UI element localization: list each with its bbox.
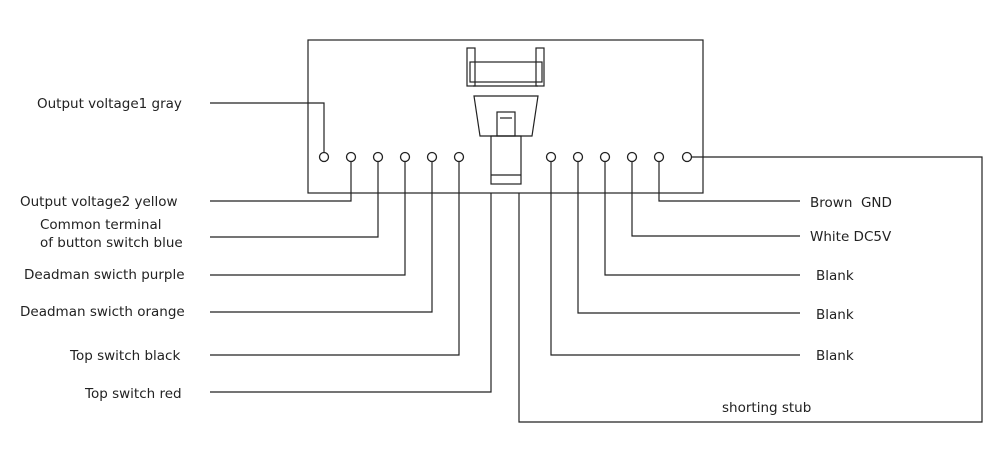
label-blank-2: Blank: [816, 307, 854, 323]
leader-output-voltage1: [210, 102, 325, 152]
pin-12: [681, 151, 693, 163]
pin-7: [545, 151, 557, 163]
label-output-voltage2: Output voltage2 yellow: [20, 194, 178, 210]
shorting-stub-loop: [518, 156, 983, 423]
leader-blank-3: [550, 162, 800, 356]
leader-top-switch-black: [210, 162, 460, 356]
label-deadman-purple: Deadman swicth purple: [24, 267, 185, 283]
label-brown-gnd: Brown GND: [810, 195, 892, 211]
label-common-terminal-line2: of button switch blue: [40, 235, 183, 251]
label-common-terminal-line1: Common terminal: [40, 217, 162, 233]
pin-11: [653, 151, 665, 163]
leader-top-switch-red: [210, 193, 492, 393]
pin-6: [453, 151, 465, 163]
pin-4: [399, 151, 411, 163]
leader-deadman-purple: [210, 162, 406, 276]
pin-3: [372, 151, 384, 163]
switch-mechanism: [466, 47, 545, 185]
leader-blank-2: [577, 162, 800, 314]
pin-2: [345, 151, 357, 163]
pin-10: [626, 151, 638, 163]
label-deadman-orange: Deadman swicth orange: [20, 304, 185, 320]
label-top-switch-black: Top switch black: [69, 348, 180, 364]
label-output-voltage1: Output voltage1 gray: [37, 96, 182, 112]
label-shorting-stub: shorting stub: [722, 400, 811, 416]
label-top-switch-red: Top switch red: [84, 386, 182, 402]
pin-row-left: [318, 151, 465, 163]
label-blank-1: Blank: [816, 268, 854, 284]
leader-white-dc5v: [631, 162, 800, 237]
connector-housing: [307, 39, 704, 194]
leader-output-voltage2: [210, 162, 352, 202]
label-white-dc5v: White DC5V: [810, 229, 892, 245]
pin-9: [599, 151, 611, 163]
pin-5: [426, 151, 438, 163]
pin-1: [318, 151, 330, 163]
leader-brown-gnd: [658, 162, 800, 202]
leader-common-terminal: [210, 162, 379, 238]
pin-8: [572, 151, 584, 163]
leader-deadman-orange: [210, 162, 433, 313]
label-blank-3: Blank: [816, 348, 854, 364]
leader-blank-1: [604, 162, 800, 276]
pin-row-right: [545, 151, 693, 163]
